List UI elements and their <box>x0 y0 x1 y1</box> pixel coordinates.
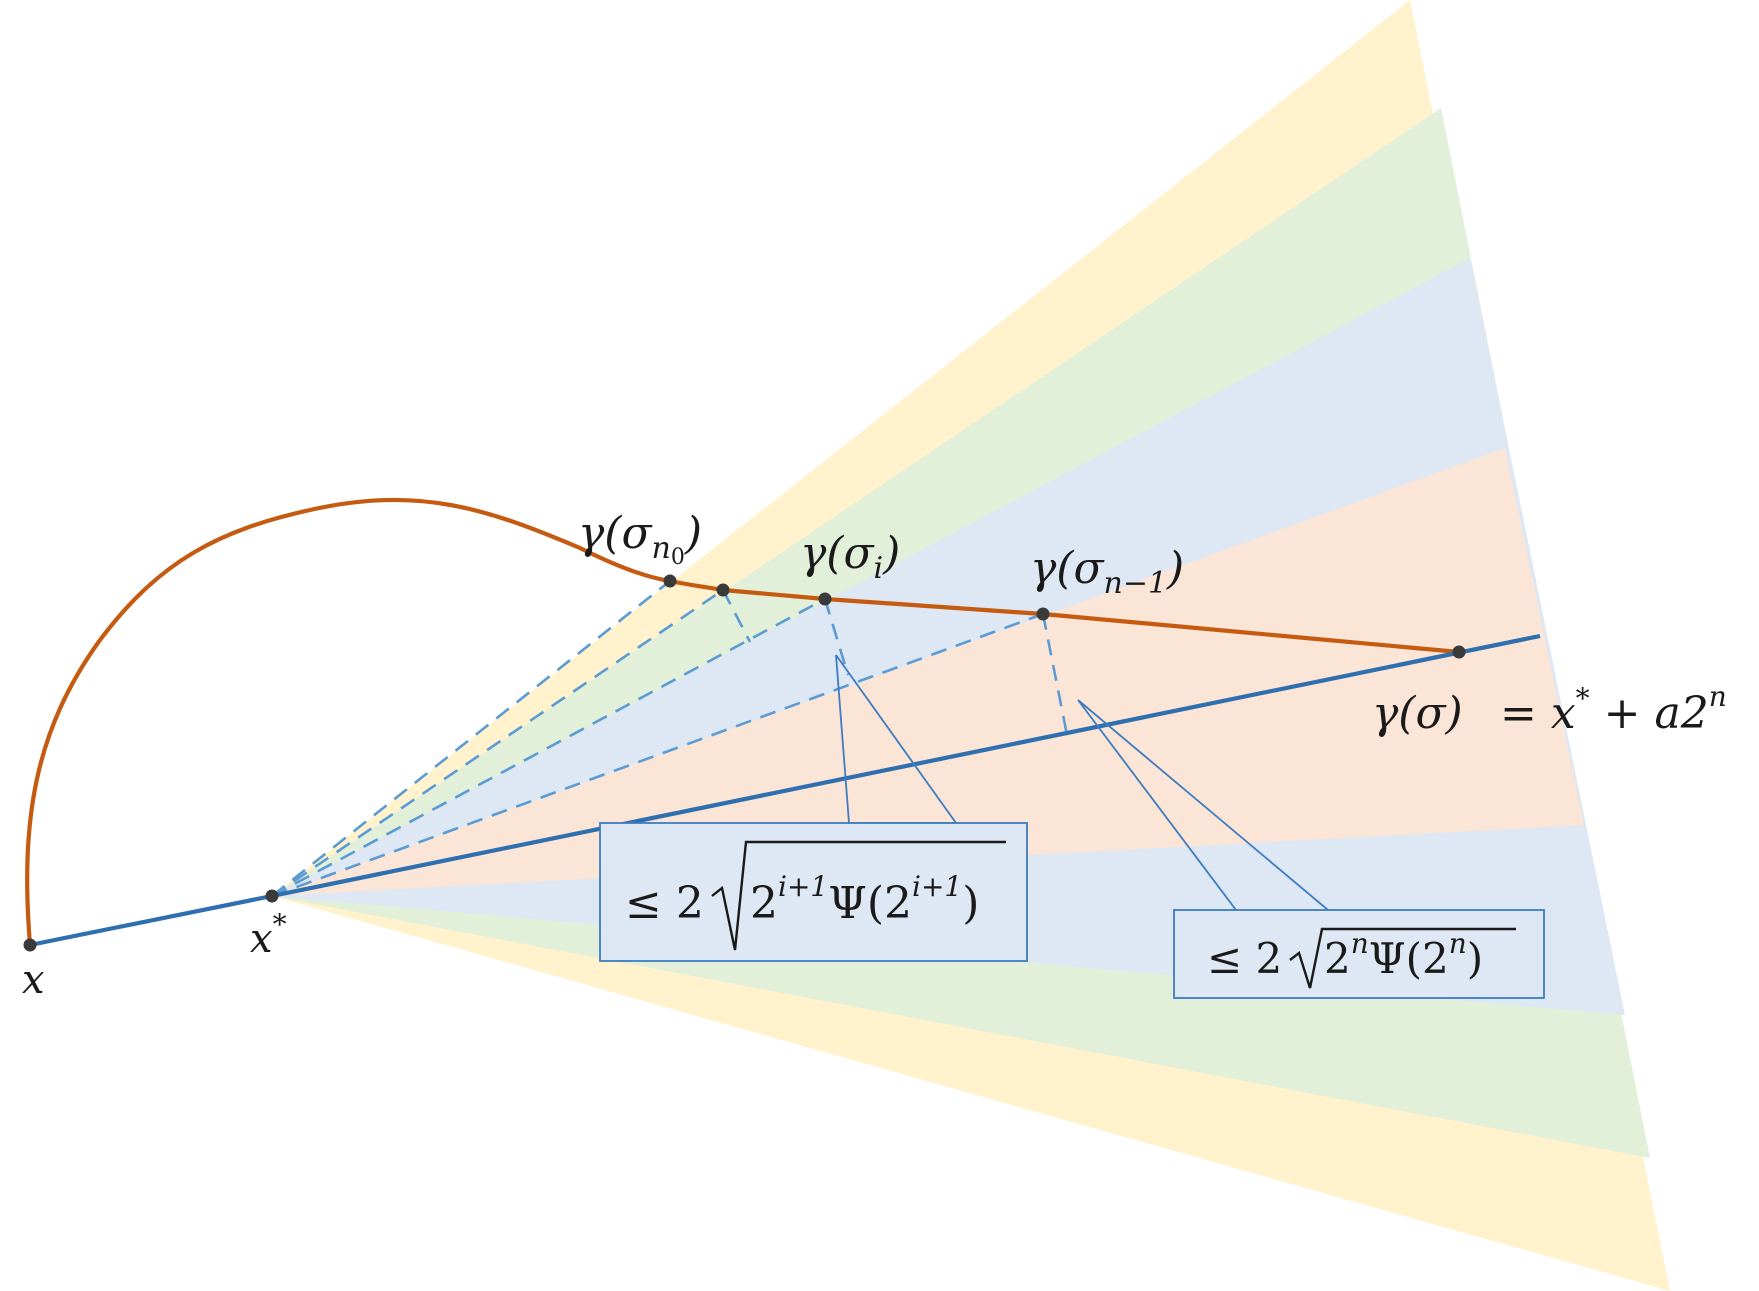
callout-left <box>599 654 1028 962</box>
callout-right-box <box>1173 909 1545 999</box>
dashed-to-gamma-n0 <box>271 579 671 898</box>
callout-left-psi: Ψ(2 <box>828 878 912 929</box>
label-gamma-n1-sub: n−1 <box>1104 566 1168 601</box>
point-gamma-n1 <box>1036 607 1050 621</box>
callout-right-prefix: ≤ 2 <box>1207 934 1282 983</box>
points <box>23 574 1466 952</box>
label-gamma-i-sub: i <box>874 551 884 586</box>
label-equals-sup: n <box>1709 680 1727 713</box>
callout-right-formula: ≤ 2 2nΨ(2n) <box>1207 927 1516 989</box>
callout-right-psi: Ψ(2 <box>1369 934 1449 983</box>
dashed-to-gamma-i <box>271 597 826 898</box>
dashed-perp-3 <box>1041 613 1070 741</box>
label-x-star-sup: * <box>273 908 287 941</box>
label-gamma-i-main: γ(σ <box>800 528 875 579</box>
callout-right-sqrt-sign <box>1289 927 1516 989</box>
label-gamma-n0-close: ) <box>684 508 702 559</box>
callout-left-prefix: ≤ 2 <box>625 878 704 929</box>
label-equals-lhs: = x <box>1500 688 1576 739</box>
label-gamma-n1-close: ) <box>1166 543 1184 594</box>
callout-left-box <box>599 822 1028 962</box>
point-gamma-sigma <box>1452 645 1466 659</box>
dashed-perp-2 <box>823 598 850 676</box>
dashed-to-gamma-n1 <box>271 612 1044 898</box>
callout-left-radicand: 2i+1Ψ(2i+1) <box>750 870 979 929</box>
callout-right-close: ) <box>1467 934 1483 983</box>
callout-left-formula: ≤ 2 2i+1Ψ(2i+1) <box>625 840 1006 951</box>
callout-right-radicand: 2nΨ(2n) <box>1324 927 1483 983</box>
label-equals-star: * <box>1576 682 1590 715</box>
label-x: x <box>22 957 45 1003</box>
callout-left-sup1: i+1 <box>778 870 828 903</box>
callout-right-leader-2 <box>1077 699 1329 911</box>
label-gamma-n1: γ(σn−1) <box>1030 543 1184 601</box>
label-gamma-n0-subsub: 0 <box>671 545 685 570</box>
callout-right-sup2: n <box>1449 927 1467 960</box>
dashed-lines <box>271 579 1070 898</box>
callout-right-leader-1 <box>1077 699 1237 911</box>
callout-right-base1: 2 <box>1324 934 1351 983</box>
label-gamma-n0-sub: n <box>652 531 671 566</box>
callout-left-sqrt-sign <box>711 840 1006 951</box>
callout-left-base1: 2 <box>750 878 778 929</box>
callout-left-sup2: i+1 <box>912 870 962 903</box>
callout-right <box>1077 699 1545 999</box>
label-equals-mid: + a2 <box>1590 688 1709 739</box>
band-orange <box>272 448 1584 896</box>
label-gamma-sigma: γ(σ) <box>1372 688 1463 739</box>
dashed-perp-1 <box>721 589 752 643</box>
cone-bands <box>272 0 1670 1291</box>
label-gamma-i-close: ) <box>882 528 900 579</box>
label-gamma-n0-main: γ(σ <box>578 508 653 559</box>
label-equals-expr: = x* + a2n <box>1500 680 1727 739</box>
point-x <box>23 938 37 952</box>
callout-right-sup1: n <box>1351 927 1369 960</box>
label-gamma-n1-main: γ(σ <box>1030 543 1105 594</box>
point-x-star <box>265 889 279 903</box>
callout-left-leader-2 <box>835 654 957 824</box>
label-gamma-i: γ(σi) <box>800 528 900 586</box>
point-between <box>716 583 730 597</box>
point-gamma-n0 <box>663 574 677 588</box>
dashed-to-point-2 <box>271 588 724 898</box>
label-x-star-base: x <box>250 916 273 962</box>
callout-left-close: ) <box>962 878 979 929</box>
label-x-star: x* <box>250 908 287 962</box>
label-gamma-n0: γ(σn0) <box>578 508 702 570</box>
point-gamma-i <box>818 592 832 606</box>
